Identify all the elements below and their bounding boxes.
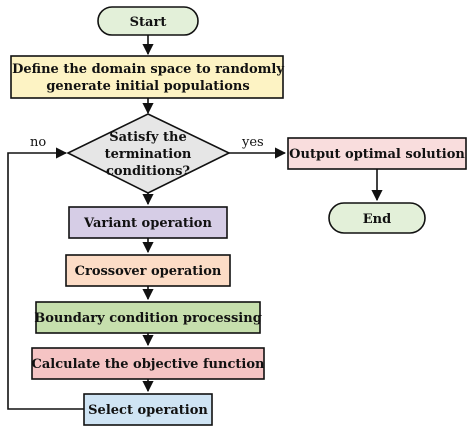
- start-node-shape: [97, 6, 199, 36]
- calculate-node: Calculate the objective function: [31, 347, 265, 380]
- boundary-node: Boundary condition processing: [34, 301, 262, 334]
- start-node: Start: [97, 6, 199, 36]
- define-node-label-line-1: Define the domain space to randomly: [12, 62, 284, 77]
- variant-node-shape: [68, 206, 228, 239]
- edges: [7, 35, 383, 410]
- select-node-label: Select operation: [88, 403, 208, 418]
- variant-node-label: Variant operation: [83, 216, 212, 231]
- decision-node-label-line-2: termination: [105, 147, 192, 162]
- define-node-shape: [10, 55, 284, 99]
- start-node-label: Start: [130, 15, 167, 30]
- select-node-shape: [83, 393, 213, 426]
- edge-select-loop-to-decision: [7, 147, 84, 410]
- output-node: Output optimal solution: [287, 137, 467, 170]
- decision-node-label-line-3: conditions?: [106, 164, 190, 179]
- define-node: Define the domain space to randomly gene…: [10, 55, 284, 99]
- calculate-node-shape: [31, 347, 265, 380]
- select-node: Select operation: [83, 393, 213, 426]
- variant-node: Variant operation: [68, 206, 228, 239]
- decision-node-label-line-1: Satisfy the: [109, 130, 186, 145]
- output-node-label: Output optimal solution: [289, 147, 465, 162]
- calculate-node-label: Calculate the objective function: [32, 357, 265, 372]
- define-node-label-line-2: generate initial populations: [46, 79, 249, 94]
- boundary-node-label: Boundary condition processing: [34, 311, 262, 326]
- decision-node-shape: [66, 113, 231, 194]
- end-node: End: [328, 202, 426, 234]
- output-node-shape: [287, 137, 467, 170]
- decision-node: Satisfy the termination conditions?: [66, 113, 231, 194]
- end-node-shape: [328, 202, 426, 234]
- crossover-node: Crossover operation: [65, 254, 231, 287]
- crossover-node-shape: [65, 254, 231, 287]
- end-node-label: End: [363, 212, 391, 227]
- crossover-node-label: Crossover operation: [75, 264, 222, 279]
- boundary-node-shape: [35, 301, 261, 334]
- edge-label-no: no: [30, 135, 46, 150]
- edge-label-yes: yes: [241, 135, 264, 150]
